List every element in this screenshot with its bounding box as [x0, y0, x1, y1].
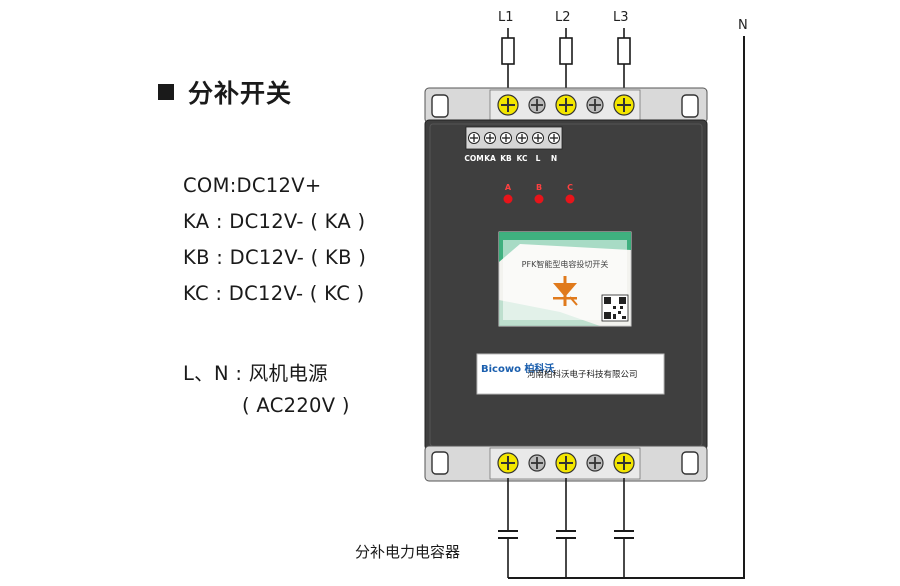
ground-screw-icon	[528, 96, 546, 114]
company-name: 河南柏科沃电子科技有限公司	[527, 369, 638, 380]
terminal-screw-icon	[497, 452, 519, 474]
indicator-label-c: C	[567, 183, 573, 192]
led-a-icon	[503, 194, 513, 204]
ground-screw-icon	[528, 454, 546, 472]
terminal-label-kc: KC	[517, 154, 528, 163]
terminal-screw-icon	[555, 452, 577, 474]
thyristor-icon	[553, 276, 578, 306]
spec-com: COM:DC12V+	[183, 174, 322, 197]
mount-slot-icon	[431, 451, 449, 475]
terminal-label-n: N	[551, 154, 557, 163]
terminal-label-com: COM	[464, 154, 483, 163]
led-b-icon	[534, 194, 544, 204]
capacitor-label: 分补电力电容器	[355, 543, 461, 561]
ground-screw-icon	[586, 454, 604, 472]
led-c-icon	[565, 194, 575, 204]
top-bracket	[424, 87, 708, 124]
bottom-bracket	[424, 445, 708, 482]
section-title: 分补开关	[158, 74, 292, 110]
spec-kc: KC : DC12V- ( KC )	[183, 282, 365, 305]
mount-slot-icon	[431, 94, 449, 118]
ground-screw-icon	[586, 96, 604, 114]
qr-code-icon	[601, 294, 629, 322]
line-l2-label: L2	[555, 10, 571, 25]
display-panel: PFK智能型电容投切开关	[498, 231, 632, 327]
bullet-square-icon	[158, 84, 174, 100]
indicator-label-b: B	[536, 183, 542, 192]
terminal-screw-icon	[613, 94, 635, 116]
spec-ka: KA : DC12V- ( KA )	[183, 210, 366, 233]
fuse-l2	[559, 28, 573, 96]
spec-kb: KB : DC12V- ( KB )	[183, 246, 367, 269]
capacitor-bank	[498, 478, 634, 578]
terminal-screw-icon	[613, 452, 635, 474]
spec-power-line1: L、N : 风机电源	[183, 362, 328, 385]
terminal-label-ka: KA	[484, 154, 496, 163]
line-n-label: N	[738, 18, 748, 33]
terminal-screw-icon	[497, 94, 519, 116]
section-title-text: 分补开关	[188, 79, 293, 108]
terminal-label-l: L	[536, 154, 541, 163]
fuse-l3	[617, 28, 631, 96]
spec-power-line2: ( AC220V )	[242, 394, 350, 417]
mount-slot-icon	[681, 94, 699, 118]
brand-plate: Bicowo 柏科沃 河南柏科沃电子科技有限公司	[476, 353, 665, 395]
indicator-label-a: A	[505, 183, 512, 192]
line-l3-label: L3	[613, 10, 629, 25]
line-l1-label: L1	[498, 10, 514, 25]
display-title: PFK智能型电容投切开关	[522, 259, 609, 269]
control-terminal-block	[465, 126, 563, 150]
terminal-label-kb: KB	[500, 154, 512, 163]
brand-logo: Bicowo 柏科沃	[481, 362, 554, 375]
fuse-l1	[501, 28, 515, 96]
terminal-screw-icon	[555, 94, 577, 116]
mount-slot-icon	[681, 451, 699, 475]
